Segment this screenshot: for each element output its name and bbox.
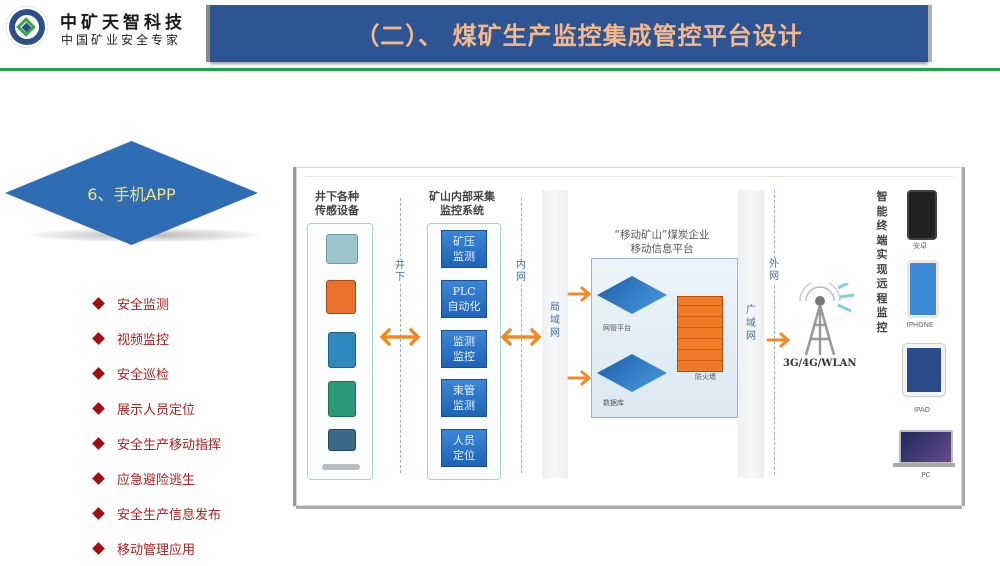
system-mine-pressure: 矿压监测	[441, 230, 487, 268]
feature-item: 移动管理应用	[92, 531, 221, 566]
diamond-bullet-icon	[92, 472, 105, 485]
terminal-caption: 智能终端实现远程监控	[876, 190, 888, 334]
arrow-right-icon	[567, 286, 592, 302]
system-tube-bundle: 束管监测	[441, 379, 487, 417]
wan-band	[738, 190, 764, 478]
systems-title: 矿山内部采集监控系统	[429, 190, 495, 217]
sensor-device-icon	[328, 332, 356, 368]
diamond-bullet-icon	[92, 542, 105, 555]
terminal-label: PC	[921, 471, 931, 479]
feature-item: 安全生产移动指挥	[92, 426, 221, 461]
platform-title: “移动矿山”煤炭企业移动信息平台	[614, 229, 710, 255]
diamond-bullet-icon	[92, 367, 105, 380]
laptop-icon	[899, 430, 953, 464]
bidirectional-arrow-icon	[500, 328, 542, 346]
lan-band	[542, 190, 568, 478]
feature-label: 安全生产移动指挥	[117, 438, 222, 453]
android-phone-icon	[907, 190, 937, 240]
feature-item: 安全生产信息发布	[92, 496, 221, 531]
terminal-label: IPHONE	[906, 321, 934, 329]
feature-item: 视频监控	[92, 321, 221, 356]
lan-label: 局域网	[550, 302, 560, 339]
sensor-device-icon	[326, 280, 356, 314]
diamond-bullet-icon	[92, 437, 105, 450]
page-title: （二）、 煤矿生产监控集成管控平台设计	[355, 22, 803, 50]
firewall-icon	[677, 296, 723, 372]
feature-label: 安全监测	[117, 298, 170, 313]
database-label: 数据库	[603, 399, 624, 407]
feature-item: 应急避险逃生	[92, 461, 221, 496]
arrow-right-icon	[766, 332, 791, 348]
feature-label: 应急避险逃生	[117, 473, 196, 488]
sensors-box	[307, 223, 373, 480]
feature-item: 展示人员定位	[92, 391, 221, 426]
sensor-stand	[322, 464, 360, 470]
terminal-label: 安卓	[913, 242, 927, 250]
signal-tower-icon	[799, 283, 855, 356]
sensors-title: 井下各种传感设备	[315, 190, 359, 217]
brand-name: 中矿天智科技	[60, 13, 186, 33]
title-bar: （二）、 煤矿生产监控集成管控平台设计	[210, 5, 928, 62]
feature-item: 安全监测	[92, 286, 221, 321]
web-platform-label: 网管平台	[603, 324, 631, 332]
system-monitoring: 监测监控	[441, 330, 487, 368]
system-personnel-location: 人员定位	[441, 429, 487, 467]
network-label: 3G/4G/WLAN	[783, 358, 857, 369]
header-divider	[0, 68, 1000, 71]
terminal-label: IPAD	[913, 406, 931, 414]
brand-slogan: 中国矿业安全专家	[61, 33, 182, 47]
arrow-right-icon	[567, 370, 592, 386]
sensor-device-icon	[328, 429, 356, 451]
feature-label: 移动管理应用	[117, 543, 196, 558]
feature-label: 安全生产信息发布	[117, 508, 222, 523]
section-label: 6、手机APP	[87, 185, 176, 204]
laptop-base	[893, 463, 955, 467]
sensor-device-icon	[326, 234, 358, 264]
wan-label: 广域网	[746, 305, 756, 342]
underground-label: 井下	[394, 260, 406, 284]
diamond-bullet-icon	[92, 402, 105, 415]
feature-item: 安全巡检	[92, 356, 221, 391]
feature-list: 安全监测 视频监控 安全巡检 展示人员定位 安全生产移动指挥 应急避险逃生 安全…	[92, 286, 221, 566]
diamond-bullet-icon	[92, 297, 105, 310]
feature-label: 视频监控	[117, 333, 170, 348]
intranet-label: 内网	[515, 260, 527, 284]
divider-line	[774, 190, 775, 475]
feature-label: 展示人员定位	[117, 403, 196, 418]
firewall-label: 防火墙	[695, 373, 716, 381]
company-logo	[6, 6, 48, 48]
sensor-device-icon	[328, 381, 356, 417]
extranet-label: 外网	[768, 259, 780, 283]
diamond-bullet-icon	[92, 507, 105, 520]
ipad-icon	[903, 344, 945, 396]
diamond-bullet-icon	[92, 332, 105, 345]
iphone-icon	[907, 260, 939, 318]
bidirectional-arrow-icon	[379, 328, 421, 346]
feature-label: 安全巡检	[117, 368, 170, 383]
